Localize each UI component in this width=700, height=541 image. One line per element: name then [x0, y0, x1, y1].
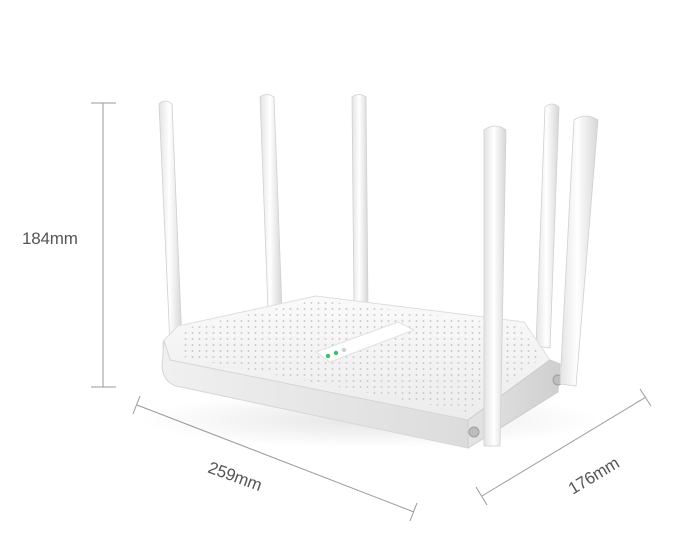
height-dimension-line — [91, 102, 116, 388]
antenna-4 — [483, 125, 507, 447]
antenna-2 — [259, 94, 283, 311]
status-panel — [314, 321, 416, 363]
status-led-2 — [333, 350, 339, 356]
status-led-1 — [325, 353, 331, 359]
status-led-3 — [341, 347, 347, 353]
router-body — [161, 295, 564, 449]
antenna-5 — [535, 103, 560, 349]
height-label: 184mm — [22, 229, 78, 248]
antenna-6 — [559, 115, 599, 387]
antenna-hinge-front — [468, 426, 480, 438]
antenna-1 — [158, 100, 183, 345]
antenna-3 — [351, 94, 369, 308]
antenna-front-group — [483, 115, 599, 447]
antenna-back-group — [158, 94, 560, 349]
depth-dimension-line — [475, 388, 652, 506]
